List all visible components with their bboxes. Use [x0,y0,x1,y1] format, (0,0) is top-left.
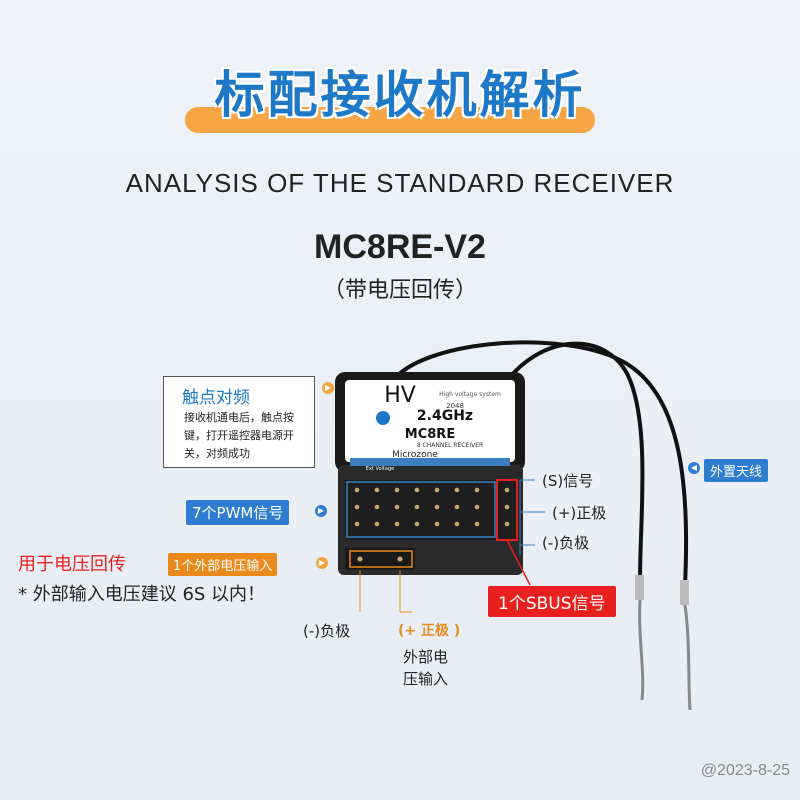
pwm-highlight-box [346,481,496,538]
bottom-minus-label: (-)负极 [303,622,351,640]
voltage-note: * 外部输入电压建议 6S 以内！ [18,584,266,605]
minus-neg-label: (-)负极 [542,534,590,552]
ext-input-label-2: 压输入 [403,670,449,688]
page-title: 标配接收机解析 [214,66,586,124]
ext-input-badge: 1个外部电压输入 [168,553,278,576]
title-highlight-bar [185,107,595,133]
model-subtitle: （带电压回传） [322,278,477,303]
watermark: @2023-8-25 [700,762,790,779]
receiver-brand: Microzone [392,450,438,460]
antenna-badge: 外置天线 [704,459,769,482]
arrow-right-icon: ▶ [316,557,328,569]
pin-header [345,480,520,540]
receiver-voltage-note: Ext Voltage [366,466,394,472]
bind-text: 接收机通电后，触点按键，打开遥控器电源开关，对频成功 [184,411,294,460]
s-signal-label: (S)信号 [542,472,594,490]
ext-input-port [345,548,415,570]
receiver-model-print: MC8RE [405,427,455,442]
receiver-hv-mark: HV [384,383,416,408]
receiver-code: 2048 [446,402,464,410]
arrow-left-icon: ◀ [688,462,700,474]
sbus-badge: 1个SBUS信号 [488,586,616,617]
model-name: MC8RE-V2 [314,228,486,266]
bind-info-box: 触点对频 接收机通电后，触点按键，打开遥控器电源开关，对频成功 [163,376,315,468]
page-subtitle: ANALYSIS OF THE STANDARD RECEIVER [125,168,675,198]
plus-pos-label: (+)正极 [552,504,607,522]
antenna-tip-2 [683,604,692,711]
arrow-right-icon: ▶ [315,505,327,517]
receiver-label [345,380,515,462]
antenna-wire-2 [393,340,689,586]
antenna-wire-1 [498,341,645,581]
antenna-sleeve-2 [680,580,689,605]
antenna-sleeve-1 [635,575,644,600]
ext-input-label-1: 外部电 [403,648,449,666]
voltage-use-label: 用于电压回传 [18,554,126,575]
title-block: 标配接收机解析 [0,55,800,135]
receiver-freq: 2.4GHz [417,408,473,424]
antenna-tip-1 [638,599,645,701]
bind-title: 触点对频 [182,388,250,408]
receiver-led-strip [350,458,510,466]
receiver-hv-sub: High voltage system [439,391,501,398]
pin-grid [354,487,510,527]
ext-input-highlight [349,550,413,568]
pwm-badge: 7个PWM信号 [186,500,290,525]
bottom-plus-label: (+ 正极 ) [398,623,461,639]
arrow-right-icon: ▶ [322,382,334,394]
receiver-logo-icon [376,411,390,425]
receiver-channels: 8 CHANNEL RECEIVER [417,442,483,449]
